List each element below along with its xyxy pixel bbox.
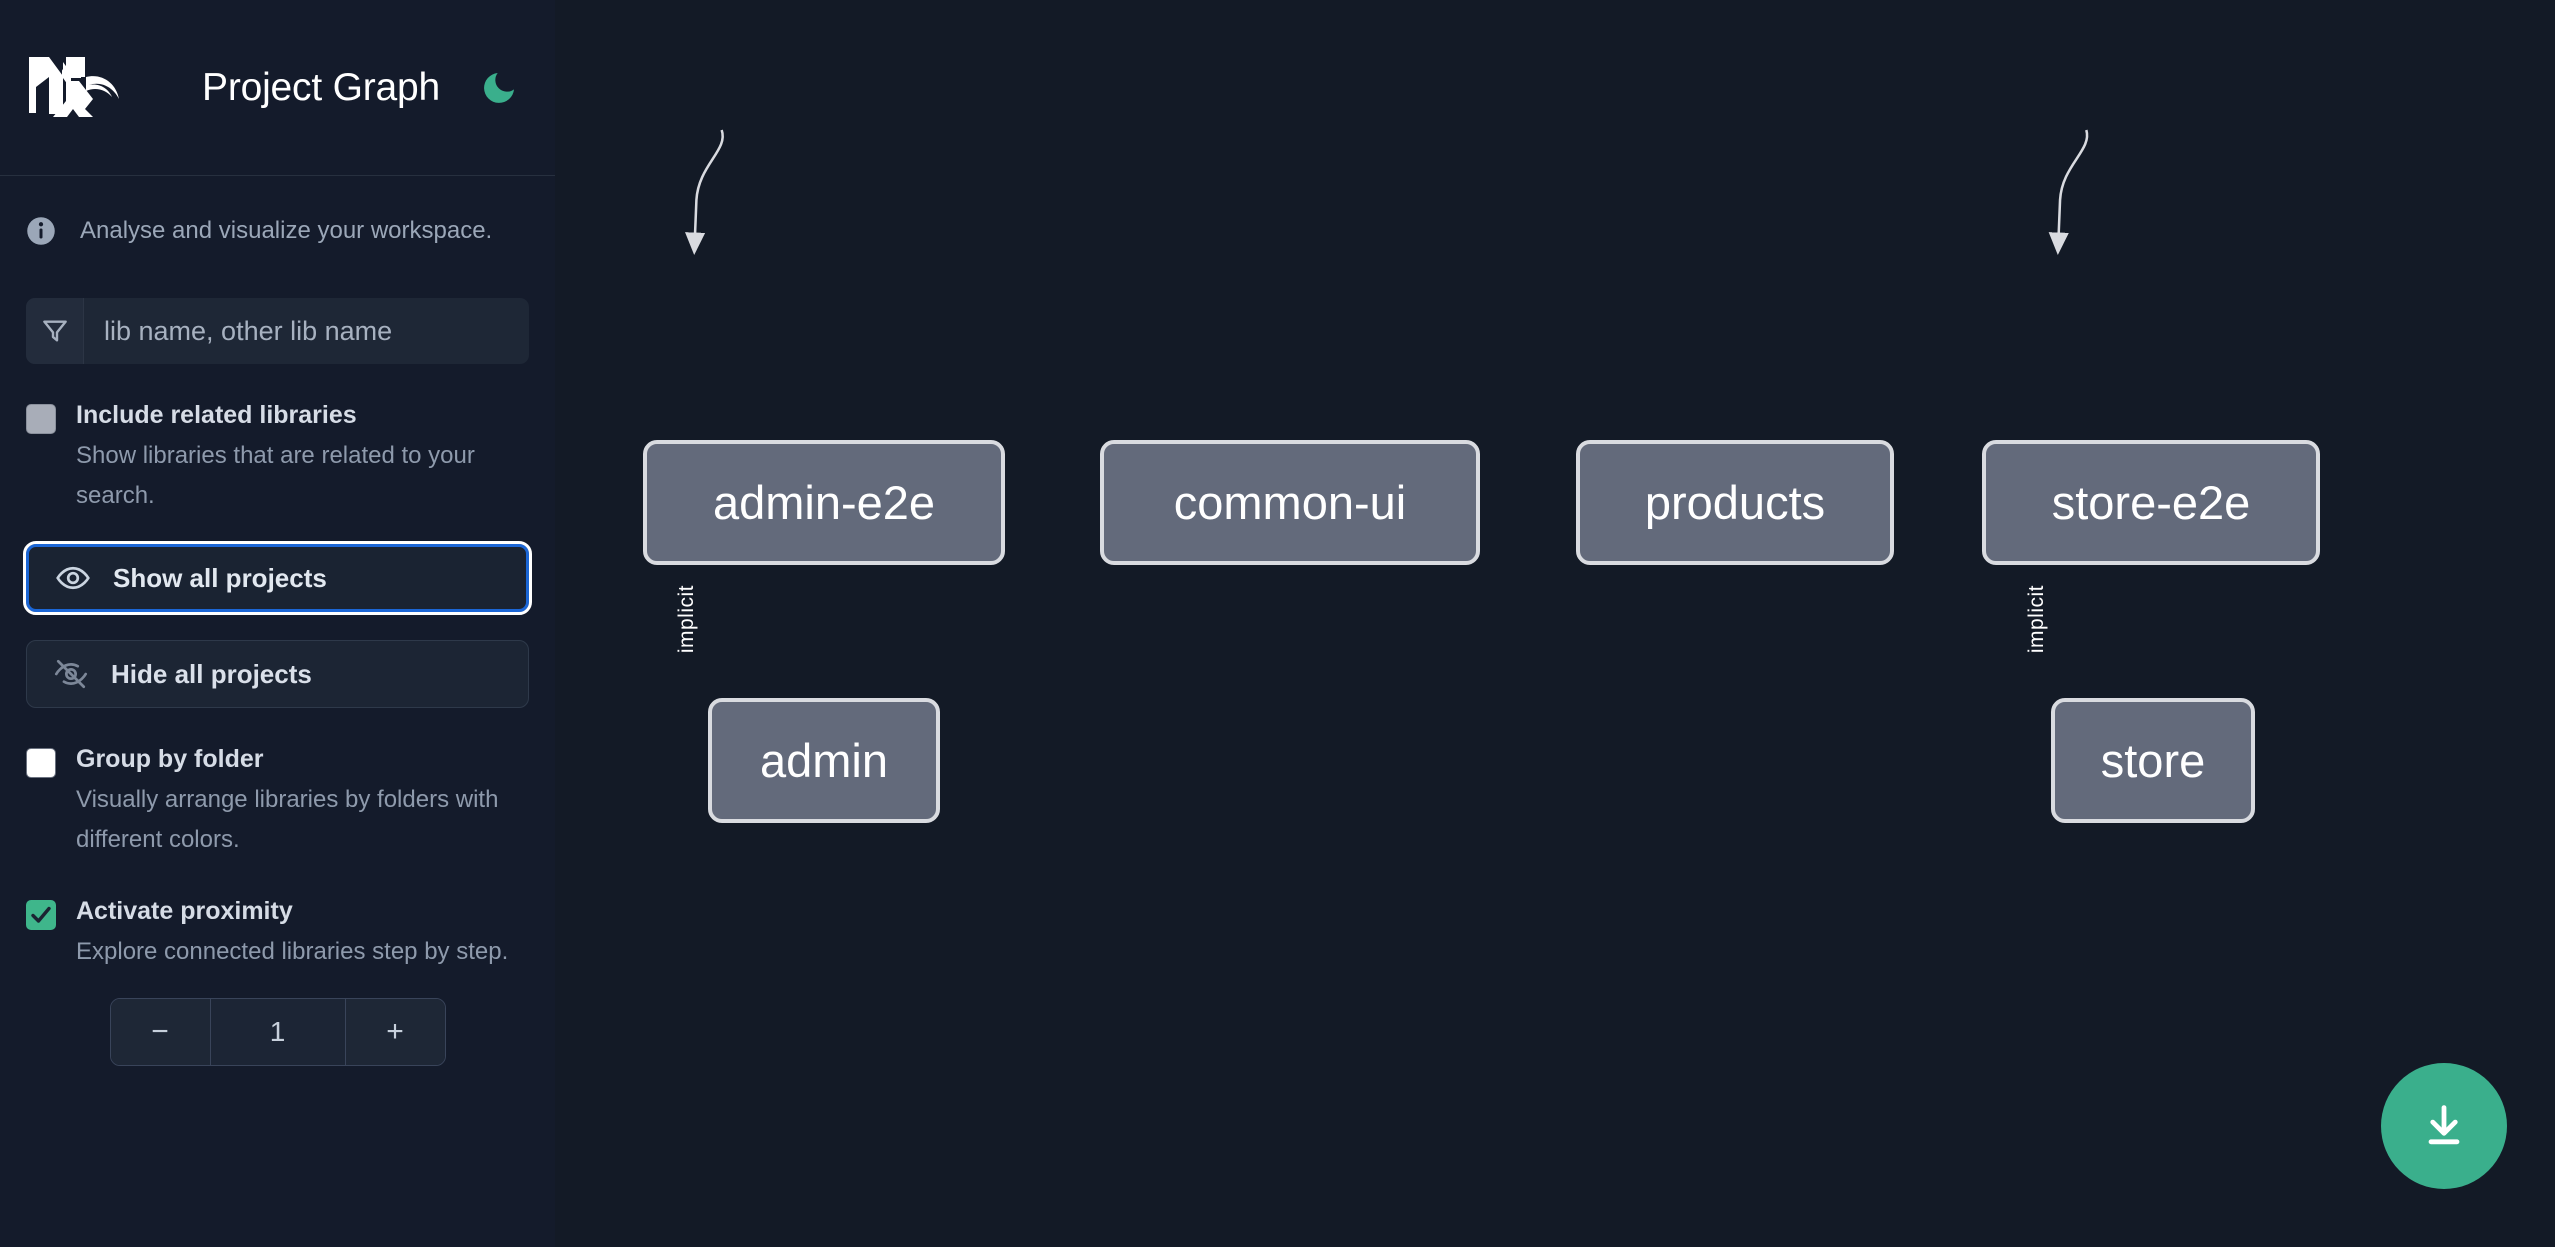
edge-admin-e2e-to-admin [685, 129, 724, 255]
download-button[interactable] [2381, 1063, 2507, 1189]
eye-icon [56, 566, 90, 590]
graph-node-store-e2e[interactable]: store-e2e [1982, 440, 2320, 565]
download-icon [2428, 1105, 2460, 1145]
hide-all-projects-label: Hide all projects [111, 658, 312, 689]
option-texts: Activate proximity Explore connected lib… [76, 894, 529, 972]
filter-glyph [42, 320, 67, 342]
moon-icon[interactable] [476, 65, 522, 111]
graph-node-store[interactable]: store [2051, 698, 2255, 823]
show-all-projects-label: Show all projects [113, 562, 327, 593]
edge-store-e2e-to-store [2048, 129, 2089, 255]
option-include-related-libraries[interactable]: Include related libraries Show libraries… [26, 398, 529, 516]
option-description: Visually arrange libraries by folders wi… [76, 786, 499, 853]
search-input[interactable] [84, 298, 529, 364]
include-related-checkbox[interactable] [26, 404, 56, 434]
edge-label-store-implicit: implicit [2025, 585, 2048, 654]
nx-logo [29, 56, 119, 117]
filter-icon [26, 298, 84, 364]
edge-label-admin-implicit: implicit [675, 585, 698, 654]
check-icon [31, 906, 51, 923]
proximity-value: 1 [210, 999, 345, 1065]
search-field[interactable] [26, 298, 529, 364]
option-description: Show libraries that are related to your … [76, 442, 475, 509]
graph-node-products[interactable]: products [1576, 440, 1894, 565]
option-title: Activate proximity [76, 897, 293, 925]
proximity-decrement-button[interactable]: − [110, 999, 211, 1065]
sidebar: Project Graph Analyse and visualize your… [0, 0, 555, 1247]
page-title: Project Graph [202, 65, 441, 109]
hide-all-projects-button[interactable]: Hide all projects [26, 640, 529, 708]
group-by-folder-checkbox[interactable] [26, 748, 56, 778]
graph-node-admin[interactable]: admin [708, 698, 940, 823]
sidebar-body: Include related libraries Show libraries… [0, 298, 555, 1066]
option-title: Include related libraries [76, 401, 357, 429]
option-title: Group by folder [76, 745, 264, 773]
graph-node-admin-e2e[interactable]: admin-e2e [643, 440, 1005, 565]
option-texts: Group by folder Visually arrange librari… [76, 742, 529, 860]
project-visibility-buttons: Show all projects Hide all projects [23, 541, 532, 708]
activate-proximity-checkbox[interactable] [26, 900, 56, 930]
eye-off-icon [54, 659, 88, 689]
graph-canvas[interactable]: admin-e2e common-ui products store-e2e a… [555, 0, 2555, 1247]
option-texts: Include related libraries Show libraries… [76, 398, 529, 516]
proximity-increment-button[interactable]: + [344, 999, 445, 1065]
graph-node-common-ui[interactable]: common-ui [1100, 440, 1480, 565]
option-group-by-folder[interactable]: Group by folder Visually arrange librari… [26, 742, 529, 860]
show-all-projects-button[interactable]: Show all projects [23, 541, 532, 615]
proximity-stepper[interactable]: − 1 + [109, 998, 446, 1066]
option-activate-proximity[interactable]: Activate proximity Explore connected lib… [26, 894, 529, 972]
info-icon [27, 217, 55, 245]
graph-edges [685, 129, 2089, 255]
tagline: Analyse and visualize your workspace. [0, 176, 555, 286]
option-description: Explore connected libraries step by step… [76, 938, 509, 965]
moon-glyph [484, 72, 515, 103]
tagline-text: Analyse and visualize your workspace. [80, 217, 493, 244]
sidebar-header: Project Graph [0, 0, 555, 176]
